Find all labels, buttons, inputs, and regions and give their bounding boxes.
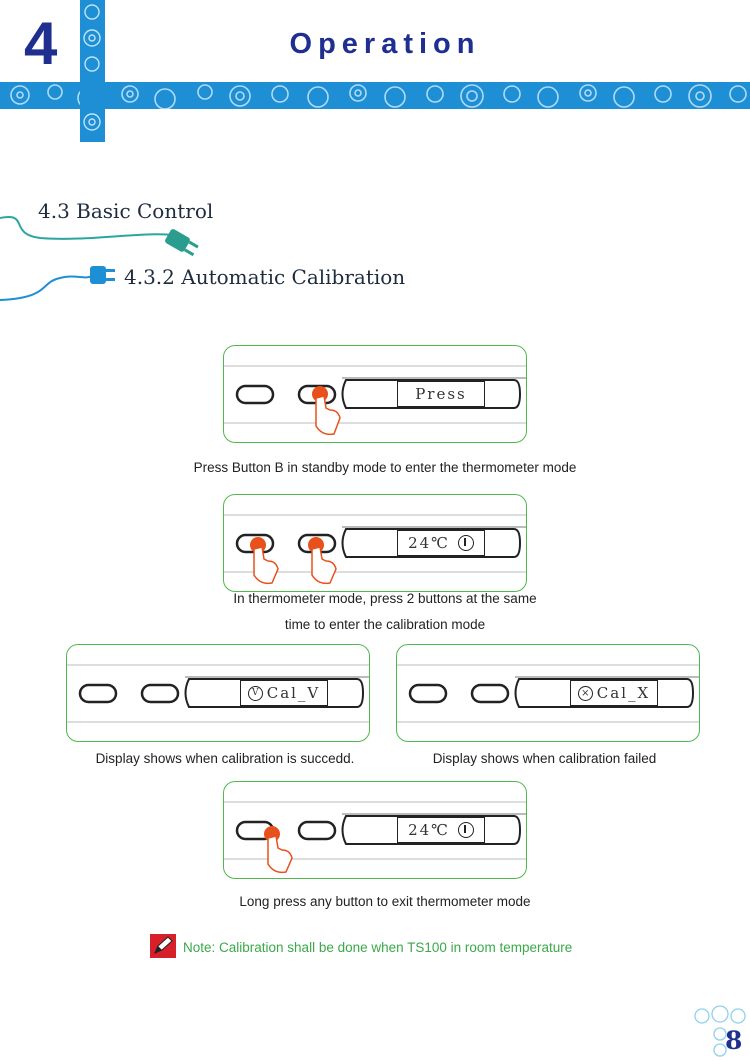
note-text: Note: Calibration shall be done when TS1…: [183, 940, 573, 955]
figure-caption: Display shows when calibration failed: [432, 751, 657, 766]
button-b: [470, 683, 510, 704]
finger-press-icon: [264, 826, 293, 874]
button-b: [140, 683, 180, 704]
header-gear-band: [0, 82, 750, 109]
figure-caption-line1: In thermometer mode, press 2 buttons at …: [233, 591, 537, 606]
cross-circle-icon: ×: [577, 685, 593, 701]
finger-press-icon: [312, 386, 341, 436]
lcd-status-text: Cal_V: [266, 684, 321, 702]
device-figure-long-press: 24℃: [223, 781, 527, 879]
section-title: 4.3 Basic Control: [38, 199, 214, 223]
lcd-temperature: 24℃: [408, 821, 450, 839]
thermometer-icon: [457, 822, 474, 838]
device-figure-cal-failed: × Cal_X: [396, 644, 700, 742]
plug-icon-blue: [90, 266, 115, 284]
thermometer-icon: [457, 535, 474, 551]
chapter-title: Operation: [289, 28, 481, 60]
figure-caption: Press Button B in standby mode to enter …: [193, 460, 577, 475]
device-figure-press: Press: [223, 345, 527, 443]
lcd-display: 24℃: [397, 817, 485, 843]
figure-caption: Long press any button to exit thermomete…: [239, 894, 531, 909]
gear-pattern-vertical: [83, 4, 101, 131]
finger-press-icon-right: [308, 537, 337, 585]
lcd-display: 24℃: [397, 530, 485, 556]
subsection-title: 4.3.2 Automatic Calibration: [124, 265, 406, 289]
page-number: 8: [725, 1026, 743, 1055]
lcd-display: Press: [397, 381, 485, 407]
page-corner-pattern: [694, 1005, 746, 1057]
lcd-display: × Cal_X: [570, 680, 658, 706]
lcd-status-text: Cal_X: [596, 684, 651, 702]
figure-caption-line2: time to enter the calibration mode: [284, 617, 486, 632]
figure-caption: Display shows when calibration is succed…: [95, 751, 355, 766]
figure-caption: In thermometer mode, press 2 buttons at …: [150, 589, 620, 635]
check-circle-icon: V: [247, 685, 263, 701]
lcd-temperature: 24℃: [408, 534, 450, 552]
button-a: [235, 384, 275, 405]
button-b: [297, 820, 337, 841]
device-figure-two-buttons: 24℃: [223, 494, 527, 592]
button-a: [408, 683, 448, 704]
plug-icon-green: [165, 229, 199, 257]
lcd-display: V Cal_V: [240, 680, 328, 706]
note-pencil-icon: [150, 934, 176, 958]
button-a: [78, 683, 118, 704]
header-vertical-strip: [80, 0, 105, 142]
plug-cable-decoration: [0, 215, 199, 301]
gear-pattern: [10, 84, 747, 109]
chapter-number: 4: [24, 10, 58, 77]
finger-press-icon-left: [250, 537, 279, 585]
device-figure-cal-success: V Cal_V: [66, 644, 370, 742]
